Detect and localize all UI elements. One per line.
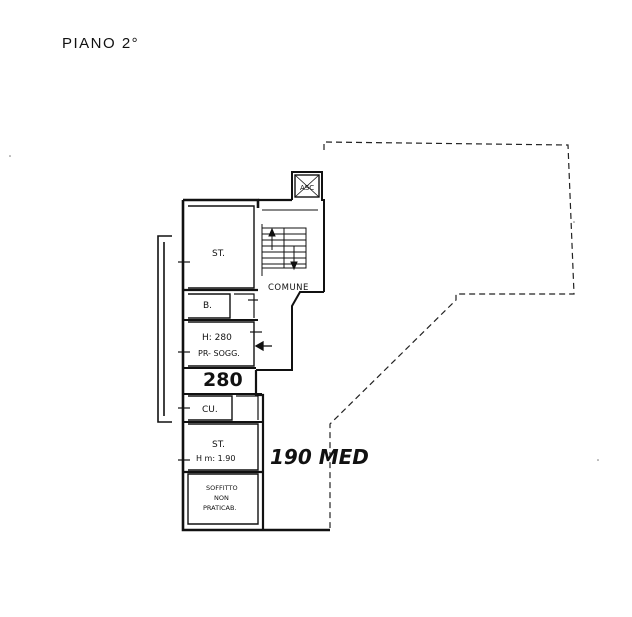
scan-dots bbox=[9, 155, 599, 461]
room-label-attic-3: PRATICAB. bbox=[203, 504, 237, 512]
lift-label: ASC bbox=[300, 184, 314, 192]
balcony-left bbox=[157, 235, 172, 423]
common-area-label: COMUNE bbox=[268, 283, 309, 293]
handwritten-height-190: 190 MED bbox=[270, 445, 369, 469]
room-label-st-bottom: ST. bbox=[212, 440, 225, 450]
handwritten-height-280: 280 bbox=[203, 369, 243, 391]
entry-arrow-icon bbox=[254, 340, 272, 352]
plan-title: PIANO 2° bbox=[62, 35, 139, 52]
room-label-bath: B. bbox=[203, 301, 212, 311]
lift-shaft bbox=[294, 174, 320, 198]
building-walls bbox=[181, 171, 330, 532]
room-label-hall: PR- SOGG. bbox=[198, 349, 240, 358]
room-label-kitchen: CU. bbox=[202, 405, 218, 415]
terrace-outline bbox=[323, 141, 575, 528]
room-label-st-bottom-height: H m: 1.90 bbox=[196, 454, 235, 463]
openings bbox=[178, 261, 262, 461]
room-label-st-top: ST. bbox=[212, 249, 225, 259]
room-label-attic-1: SOFFITTO bbox=[206, 484, 238, 492]
room-label-hall-height: H: 280 bbox=[202, 333, 232, 343]
room-label-attic-2: NON bbox=[214, 494, 229, 502]
stairs bbox=[261, 209, 318, 276]
